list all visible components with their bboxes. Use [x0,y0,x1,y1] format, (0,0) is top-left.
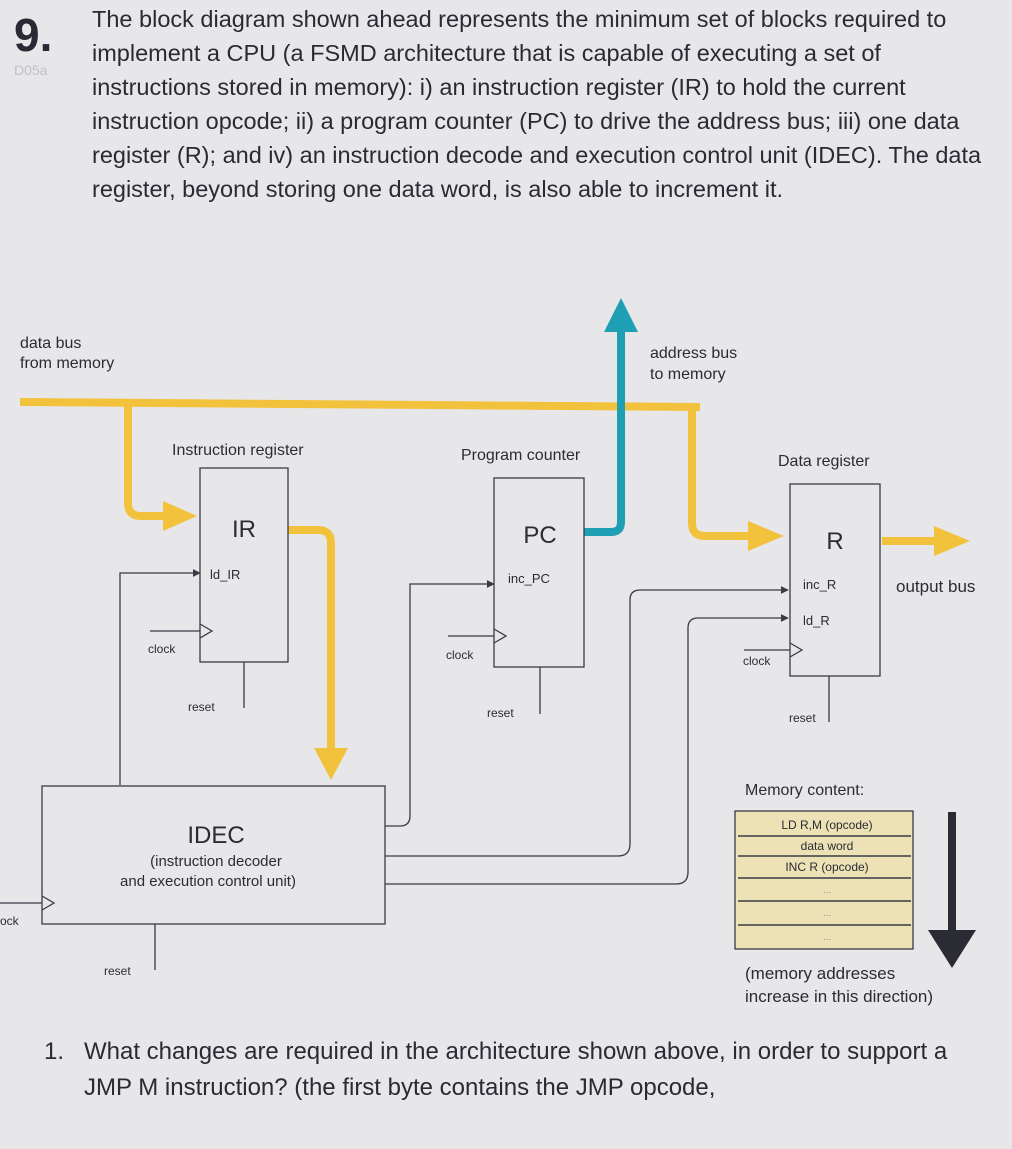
idec-subtitle-line-2: and execution control unit) [120,873,296,890]
output-bus-arrow [934,526,970,556]
memory-row-2: data word [801,839,854,853]
idec-clock-symbol [41,895,56,911]
r-increment-signal: inc_R [803,577,836,592]
ir-reset-label: reset [188,700,215,714]
ir-title: Instruction register [172,442,304,459]
data-bus-label-line-1: data bus [20,335,81,352]
r-load-signal: ld_R [803,613,830,628]
r-name: R [826,528,843,555]
memory-title: Memory content: [745,782,864,799]
address-bus-arrow [604,298,638,332]
cpu-block-diagram: Instruction register IR ld_IR clock rese… [0,298,976,1006]
address-bus-label-line-2: to memory [650,366,726,383]
ir-input-arrow [163,501,197,531]
question-tag: D05a [14,62,48,78]
control-wires [119,569,789,885]
ir-name: IR [232,516,256,543]
memory-row-1: LD R,M (opcode) [781,818,872,832]
address-bus [584,298,638,536]
ir-block: Instruction register IR ld_IR clock rese… [148,442,304,714]
question-1-text: What changes are required in the archite… [84,1038,948,1101]
memory-row-4: ... [823,885,831,896]
question-1: 1. What changes are required in the arch… [44,1034,989,1106]
pc-title: Program counter [461,447,581,464]
memory-direction-arrow-head [928,930,976,968]
memory-direction-note-line-2: increase in this direction) [745,987,933,1006]
r-title: Data register [778,453,870,470]
r-input-arrow [748,521,784,551]
ir-load-signal: ld_IR [210,567,240,582]
ir-to-idec-arrow [314,748,348,780]
pc-name: PC [523,522,556,549]
pc-clock-symbol [493,628,508,644]
question-intro: The block diagram shown ahead represents… [92,6,982,202]
ir-clock-symbol [199,623,214,639]
memory-row-5: ... [823,908,831,919]
pc-increment-signal: inc_PC [508,571,550,586]
memory-row-6: ... [823,932,831,943]
pc-reset-label: reset [487,706,514,720]
pc-clock-label: clock [446,648,474,662]
idec-subtitle-line-1: (instruction decoder [150,853,282,870]
idec-reset-label: reset [104,964,131,978]
ir-clock-label: clock [148,642,176,656]
r-reset-label: reset [789,711,816,725]
idec-clock-label: ock [0,914,20,928]
r-clock-label: clock [743,654,771,668]
question-number: 9. [14,9,53,61]
question-1-number: 1. [44,1038,65,1065]
memory-direction-note-line-1: (memory addresses [745,964,895,983]
pc-block: Program counter PC inc_PC clock reset [446,447,585,720]
data-bus-label-line-2: from memory [20,355,114,372]
memory-row-3: INC R (opcode) [785,860,868,874]
idec-name: IDEC [187,822,244,849]
r-clock-symbol [789,642,804,658]
memory-content: Memory content: LD R,M (opcode) data wor… [734,782,976,1006]
address-bus-label-line-1: address bus [650,345,737,362]
idec-block: IDEC (instruction decoder and execution … [0,785,386,978]
data-bus [19,398,970,780]
r-block: Data register R inc_R ld_R clock reset o… [743,453,975,725]
output-bus-label: output bus [896,577,975,596]
